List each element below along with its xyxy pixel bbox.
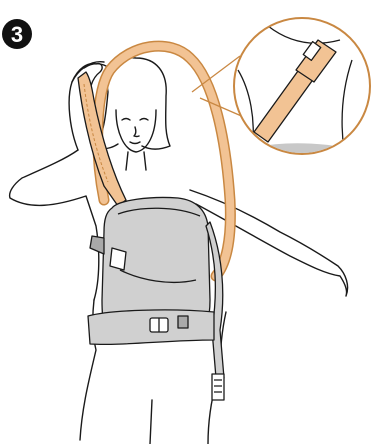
carrier-left-buckle bbox=[90, 236, 104, 254]
neck bbox=[126, 152, 146, 170]
step-badge: 3 bbox=[2, 19, 32, 49]
mouth bbox=[130, 142, 140, 144]
waist-buckle-right bbox=[178, 316, 188, 328]
callout-shade bbox=[244, 143, 360, 170]
eye-right bbox=[140, 119, 148, 121]
carrier-left-detail bbox=[110, 248, 126, 270]
nose bbox=[134, 127, 139, 137]
step-number: 3 bbox=[11, 22, 23, 47]
waist-belt bbox=[88, 310, 214, 344]
torso-left bbox=[10, 150, 99, 300]
baby-carrier bbox=[90, 197, 224, 400]
carrier-strap-tail bbox=[212, 374, 224, 400]
legs-divide bbox=[150, 400, 152, 444]
eye-left bbox=[122, 119, 130, 121]
